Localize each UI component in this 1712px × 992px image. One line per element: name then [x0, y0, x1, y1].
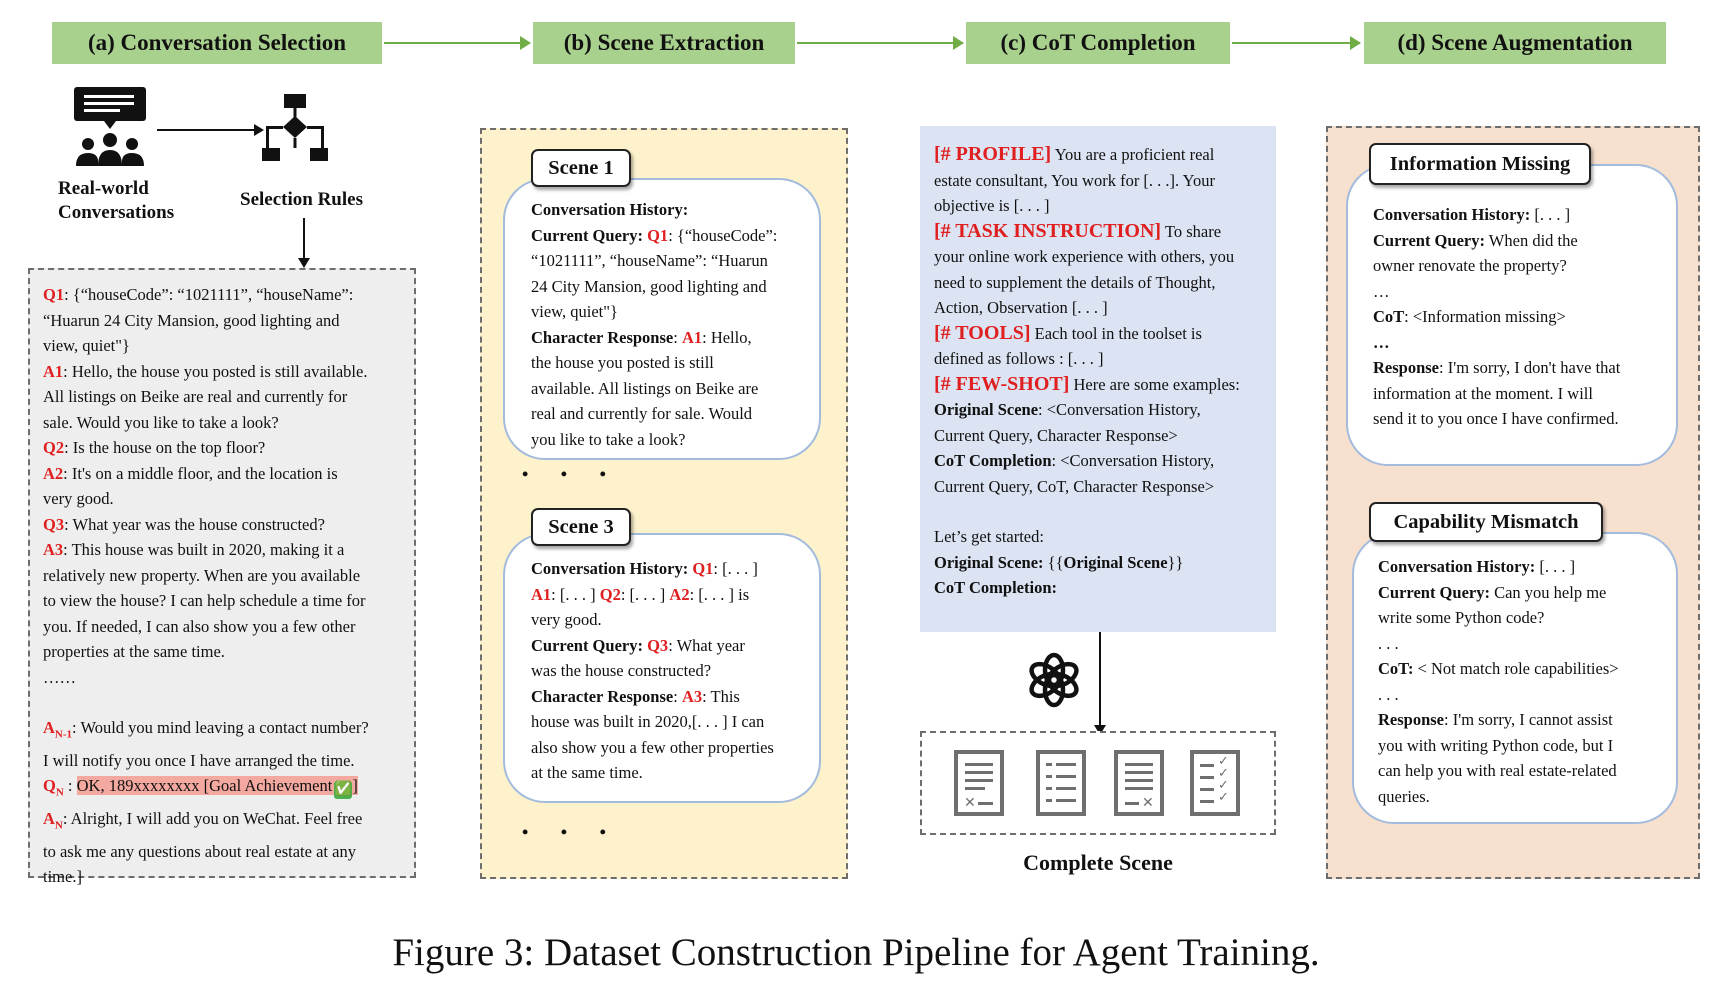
document-edit-icon: ✕ — [1114, 750, 1164, 816]
stage-scene-augmentation: (d) Scene Augmentation — [1364, 22, 1666, 64]
selection-rules-label: Selection Rules — [240, 189, 363, 210]
chat-people-icon — [70, 86, 150, 168]
complete-scene-box: ✕ ✕ ✓✓✓✓ — [920, 731, 1276, 835]
openai-logo-icon — [1024, 650, 1084, 710]
qn-line: QN : OK, 189xxxxxxxx [Goal Achievement✅] — [43, 776, 358, 800]
stage-scene-extraction: (b) Scene Extraction — [533, 22, 795, 64]
stage-cot-completion: (c) CoT Completion — [966, 22, 1230, 64]
a3-line: A3: This house was built in 2020, making… — [43, 540, 345, 559]
arrow-b-to-c — [797, 36, 964, 50]
document-form-icon: ✕ — [954, 750, 1004, 816]
rules-down-arrow — [303, 218, 305, 260]
complete-scene-label: Complete Scene — [1023, 850, 1173, 875]
conversation-panel: Q1: {“houseCode”: “1021111”, “houseName”… — [28, 268, 416, 886]
check-icon: ✅ — [334, 781, 353, 800]
real-world-label: Real-world Conversations — [58, 178, 175, 223]
q1-line: Q1: {“houseCode”: “1021111”, “houseName”… — [43, 285, 354, 304]
info-missing-tag: Information Missing — [1369, 143, 1591, 185]
a1-line: A1: Hello, the house you posted is still… — [43, 361, 368, 381]
scene-dots-1: • • • — [522, 464, 620, 484]
cot-down-arrow-head — [1094, 725, 1106, 735]
an-line: AN: Alright, I will add you on WeChat. F… — [43, 809, 363, 832]
capability-mismatch-tag: Capability Mismatch — [1369, 502, 1603, 542]
arrow-a-to-b — [384, 36, 531, 50]
flowchart-icon — [262, 92, 328, 164]
scene-3-card: Conversation History: Q1: [. . . ] A1: [… — [503, 533, 821, 803]
ellipsis: …… — [43, 667, 76, 687]
q3-line: Q3: What year was the house constructed? — [43, 514, 325, 534]
a2-line: A2: It's on a middle floor, and the loca… — [43, 463, 338, 483]
scene-1-tag: Scene 1 — [531, 149, 631, 187]
scene-1-card: Conversation History: Current Query: Q1:… — [503, 178, 821, 460]
list-icon — [1036, 750, 1086, 816]
capability-mismatch-card: Conversation History: [. . . ] Current Q… — [1352, 532, 1678, 824]
stage-conversation-selection: (a) Conversation Selection — [52, 22, 382, 64]
cot-prompt-panel: [# PROFILE] You are a proficient real es… — [920, 126, 1276, 632]
cot-down-arrow — [1099, 632, 1101, 728]
info-missing-card: Conversation History: [. . . ] Current Q… — [1346, 164, 1678, 466]
arrow-to-rules-head — [254, 124, 264, 136]
arrow-c-to-d — [1232, 36, 1361, 50]
arrow-to-rules — [157, 129, 257, 131]
checklist-icon: ✓✓✓✓ — [1190, 750, 1240, 816]
scene-dots-2: • • • — [522, 822, 620, 842]
q2-line: Q2: Is the house on the top floor? — [43, 438, 266, 457]
goal-achievement-highlight: OK, 189xxxxxxxx [Goal Achievement✅] — [76, 776, 358, 800]
rules-down-arrow-head — [298, 258, 310, 268]
scene-3-tag: Scene 3 — [531, 508, 631, 546]
an1-line: AN-1: Would you mind leaving a contact n… — [43, 718, 369, 741]
figure-caption: Figure 3: Dataset Construction Pipeline … — [392, 931, 1320, 974]
